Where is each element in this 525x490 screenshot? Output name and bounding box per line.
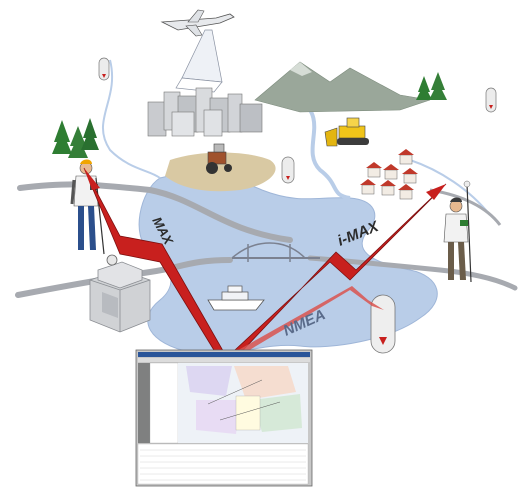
gnss-antenna-icon (106, 254, 118, 266)
arrowhead (84, 168, 100, 190)
river-thin (101, 59, 161, 179)
road-left (17, 181, 293, 243)
river (298, 98, 351, 200)
building-icon (171, 111, 195, 137)
lightning-bolt-max (83, 167, 227, 361)
mountain-snow (290, 62, 312, 76)
reference-station-building (89, 254, 151, 333)
house-icon (360, 179, 376, 195)
gnss-antenna-icon (281, 156, 295, 184)
house-icon (366, 162, 382, 178)
tree-icon (429, 72, 447, 100)
tree-icon (81, 118, 99, 150)
boat-icon (207, 285, 265, 311)
surveyor-icon (443, 180, 472, 283)
house-icon (383, 164, 399, 180)
tree-group-right (416, 72, 447, 100)
gnss-antenna-icon (370, 294, 396, 354)
road-bottom (15, 257, 233, 298)
houses (360, 149, 418, 200)
building-icon (203, 109, 223, 137)
tree-group-left (52, 118, 99, 158)
tractor-icon (206, 143, 232, 174)
river-right (409, 159, 491, 216)
airplane-icon (160, 9, 235, 37)
mountain-icon (254, 61, 431, 113)
house-icon (398, 149, 414, 165)
gnss-antenna-icon (485, 87, 497, 113)
city-buildings (147, 87, 263, 137)
building-icon (147, 101, 167, 137)
computer-screen-icon (135, 349, 313, 487)
gnss-antenna-icon (98, 57, 110, 81)
aerial-photo-cone (181, 29, 223, 83)
tree-icon (52, 120, 72, 154)
tree-icon (416, 76, 432, 100)
building-icon (239, 103, 263, 133)
bulldozer-icon (324, 117, 369, 147)
house-icon (398, 184, 414, 200)
arrowhead (426, 184, 446, 200)
road-right (307, 255, 518, 291)
house-icon (380, 180, 396, 196)
farm-field (165, 152, 276, 192)
bridge-icon (231, 242, 320, 262)
house-icon (402, 168, 418, 184)
